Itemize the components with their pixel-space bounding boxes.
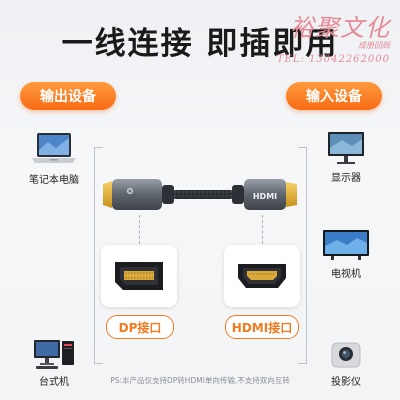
footnote: PS:本产品仅支持DP转HDMI单向传输,不支持双向互转	[110, 376, 290, 385]
device-label-projector: 投影仪	[331, 377, 361, 388]
input-devices-badge: 输入设备	[286, 82, 382, 110]
dp-connector-tip	[103, 181, 112, 208]
device-label-tv: 电视机	[331, 269, 361, 280]
watermark-tel: TEL: 13042262000	[276, 54, 390, 65]
device-desktop: 台式机	[14, 336, 94, 388]
right-bracket-line	[298, 147, 307, 364]
watermark: 裕聚文化 成册回顾 TEL: 13042262000	[277, 8, 390, 65]
dp-connector-body	[112, 179, 162, 210]
monitor-icon	[328, 132, 364, 164]
dp-port-icon	[115, 262, 163, 290]
watermark-sub: 成册回顾	[358, 41, 390, 50]
watermark-main: 裕聚文化	[290, 14, 390, 42]
dp-guide-line	[139, 215, 140, 270]
device-label-monitor: 显示器	[331, 173, 361, 184]
left-bracket-line	[94, 147, 103, 364]
device-tv: 电视机	[306, 228, 386, 280]
device-label-laptop: 笔记本电脑	[29, 175, 79, 186]
device-laptop: 笔记本电脑	[14, 130, 94, 186]
device-label-desktop: 台式机	[39, 377, 69, 388]
device-monitor: 显示器	[306, 130, 386, 184]
hdmi-cable-text: HDMI	[253, 192, 277, 201]
page-title: 一线连接 即插即用	[61, 26, 339, 62]
dp-port-label: DP接口	[106, 315, 174, 339]
hdmi-port	[224, 245, 300, 307]
projector-icon	[331, 342, 361, 368]
laptop-icon	[32, 133, 76, 163]
hdmi-connector-body	[244, 179, 286, 210]
device-projector: 投影仪	[306, 340, 386, 388]
hdmi-port-label: HDMI接口	[225, 315, 299, 339]
hdmi-guide-line	[262, 215, 263, 270]
dp-port	[101, 245, 177, 307]
output-devices-badge: 输出设备	[20, 82, 116, 110]
tv-icon	[323, 230, 369, 260]
hdmi-connector-tip	[286, 182, 297, 207]
desktop-pc-icon	[34, 340, 74, 369]
hdmi-port-icon	[238, 264, 286, 288]
dp-to-hdmi-cable: HDMI	[103, 179, 297, 210]
